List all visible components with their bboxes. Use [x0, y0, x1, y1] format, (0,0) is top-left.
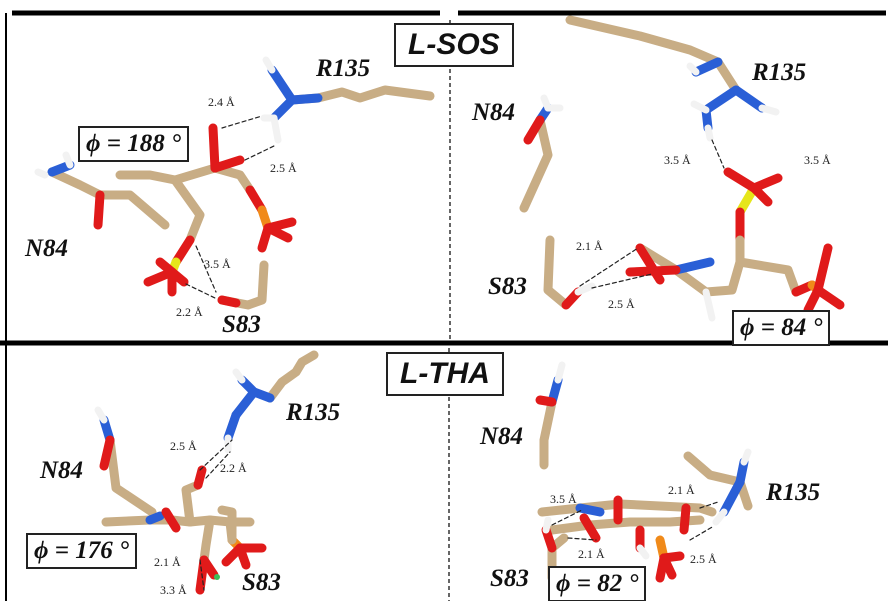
distance-label: 3.5 Å	[204, 257, 231, 271]
structure-bottom-right	[535, 361, 753, 583]
distance-label: 2.2 Å	[220, 461, 247, 475]
distance-label: 2.2 Å	[176, 305, 203, 319]
phi-angle-label: ϕ = 176 °	[26, 533, 137, 569]
distance-label: 2.5 Å	[690, 552, 717, 566]
residue-label-r135: R135	[316, 55, 371, 82]
phi-angle-label: ϕ = 188 °	[78, 126, 189, 162]
residue-label-s83: S83	[488, 273, 527, 300]
residue-label-r135: R135	[752, 59, 807, 86]
residue-label-s83: S83	[242, 569, 281, 596]
distance-label: 2.1 Å	[154, 555, 181, 569]
distance-label: 2.1 Å	[576, 239, 603, 253]
distance-label: 2.5 Å	[270, 161, 297, 175]
phi-angle-label: ϕ = 82 °	[548, 566, 647, 601]
residue-label-n84: N84	[480, 423, 524, 450]
residue-label-s83: S83	[222, 311, 261, 338]
distance-label: 3.5 Å	[664, 153, 691, 167]
phi-angle-label: ϕ = 84 °	[732, 310, 831, 346]
residue-label-n84: N84	[40, 457, 84, 484]
title-l-tha: L-THA	[386, 352, 504, 396]
title-l-sos: L-SOS	[394, 23, 514, 67]
residue-label-s83: S83	[490, 565, 529, 592]
distance-label: 2.1 Å	[668, 483, 695, 497]
distance-label: 2.5 Å	[608, 297, 635, 311]
residue-label-n84: N84	[25, 235, 69, 262]
distance-label: 3.5 Å	[804, 153, 831, 167]
residue-label-r135: R135	[286, 399, 341, 426]
structure-top-left	[34, 56, 435, 310]
distance-label: 2.1 Å	[578, 547, 605, 561]
residue-label-r135: R135	[766, 479, 821, 506]
distance-label: 2.5 Å	[170, 439, 197, 453]
distance-label: 3.3 Å	[160, 583, 187, 597]
residue-label-n84: N84	[472, 99, 516, 126]
structure-bottom-left	[94, 350, 319, 595]
distance-label: 3.5 Å	[550, 492, 577, 506]
structure-top-right	[519, 15, 845, 322]
distance-label: 2.4 Å	[208, 95, 235, 109]
